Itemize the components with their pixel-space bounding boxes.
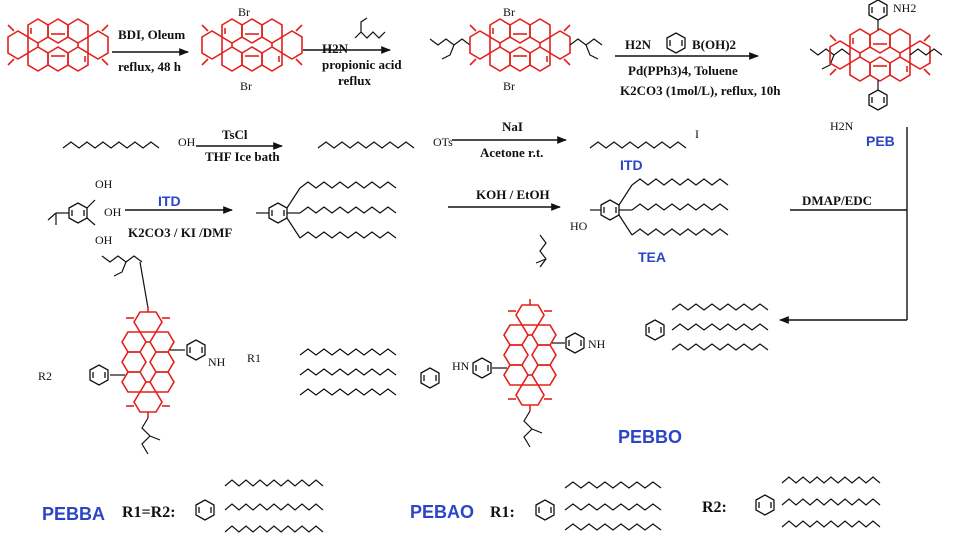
peb-nh2-top: NH2 xyxy=(893,1,917,15)
step2-reflux: reflux xyxy=(338,73,371,88)
peb-structure xyxy=(809,0,943,111)
pebbo-label: PEBBO xyxy=(618,427,683,447)
itd-condition: K2CO3 / KI /DMF xyxy=(128,225,233,240)
dibromo-br-bottom: Br xyxy=(240,79,252,93)
generic-r1: R1 xyxy=(247,351,262,365)
generic-nh: NH xyxy=(208,355,226,369)
gallate-oh-2: OH xyxy=(104,205,122,219)
step3-base: K2CO3 (1mol/L), reflux, 10h xyxy=(620,83,781,98)
alcohol-oh: OH xyxy=(178,135,196,149)
oeg-tosylate-structure xyxy=(317,141,415,149)
methyl-gallate-structure xyxy=(47,199,96,226)
boronic-acid-ring xyxy=(666,32,686,54)
tscl-condition: THF Ice bath xyxy=(205,149,280,164)
tscl-reagent: TsCl xyxy=(222,127,248,142)
dibromo-dianhydride-structure xyxy=(202,19,302,71)
acid-ho: HO xyxy=(570,219,588,233)
tea-label: TEA xyxy=(638,249,666,265)
peb-nh2-bottom: H2N xyxy=(830,119,854,133)
bisimide-br-top: Br xyxy=(503,5,515,19)
pebao-r1-definition: R1: xyxy=(490,504,515,521)
dibromo-bisimide-structure xyxy=(429,19,603,71)
peb-label: PEB xyxy=(866,133,895,149)
step3-catalyst: Pd(PPh3)4, Toluene xyxy=(628,63,738,78)
r-group-pebao-r1 xyxy=(535,481,662,531)
pebao-r2-definition: R2: xyxy=(702,499,727,516)
dibromo-br-top: Br xyxy=(238,5,250,19)
generic-r2: R2 xyxy=(38,369,53,383)
pebao-label: PEBAO xyxy=(410,502,475,522)
itd-label: ITD xyxy=(620,157,643,173)
pebbo-nh: NH xyxy=(588,337,606,351)
step1-reagent: BDI, Oleum xyxy=(118,27,186,42)
generic-product-structure xyxy=(89,255,206,455)
r-group-pebao-r2 xyxy=(755,476,881,528)
gallate-ester-structure xyxy=(256,181,397,239)
tosylate-ots: OTs xyxy=(433,135,453,149)
coupling-reagent: DMAP/EDC xyxy=(802,193,873,208)
step1-condition: reflux, 48 h xyxy=(118,59,181,74)
step3-boronic: B(OH)2 xyxy=(692,37,737,52)
nai-reagent: NaI xyxy=(502,119,523,134)
pebbo-structure xyxy=(299,234,769,448)
pebbo-hn: HN xyxy=(452,359,470,373)
step2-amine: H2N xyxy=(322,41,348,56)
gallate-oh-3: OH xyxy=(95,233,113,247)
itd-structure xyxy=(589,141,687,149)
tea-structure xyxy=(590,178,729,236)
oeg-alcohol-structure xyxy=(62,141,160,149)
pebba-r-definition: R1=R2: xyxy=(122,504,176,521)
pebba-label: PEBBA xyxy=(42,504,106,524)
amine-reagent-structure xyxy=(354,17,386,39)
step3-amine: H2N xyxy=(625,37,651,52)
r-group-pebba xyxy=(195,479,324,533)
koh-reagent: KOH / EtOH xyxy=(476,187,550,202)
dianhydride-structure xyxy=(8,19,108,71)
bisimide-br-bottom: Br xyxy=(503,79,515,93)
nai-condition: Acetone r.t. xyxy=(480,145,544,160)
iodide-i: I xyxy=(695,127,699,141)
step2-solvent: propionic acid xyxy=(322,57,402,72)
itd-reagent-label: ITD xyxy=(158,193,181,209)
gallate-oh-1: OH xyxy=(95,177,113,191)
